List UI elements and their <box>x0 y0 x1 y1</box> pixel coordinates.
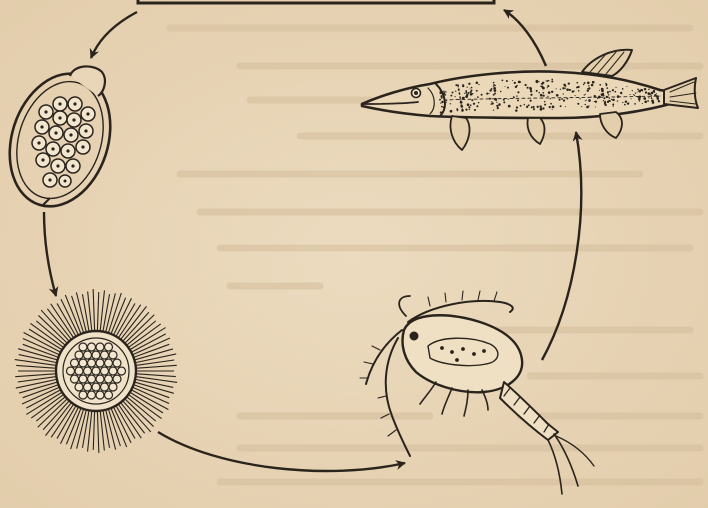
diagram-canvas <box>0 0 708 508</box>
life-cycle-diagram <box>0 0 708 508</box>
